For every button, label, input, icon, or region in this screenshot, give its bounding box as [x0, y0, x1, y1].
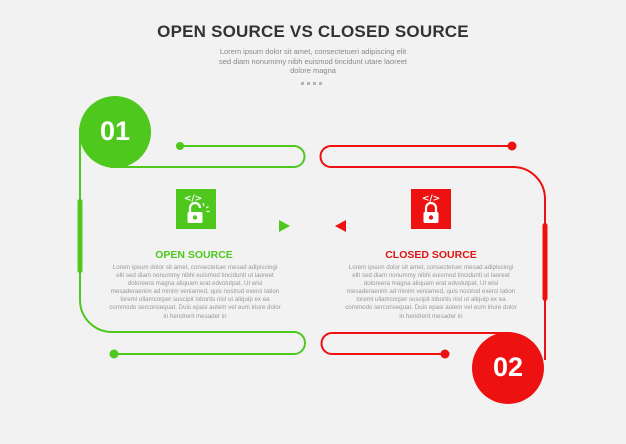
red-thick-segment: [542, 223, 548, 301]
red-dot-bottom: [440, 349, 450, 359]
triangle-right-icon: [279, 220, 290, 232]
red-connector: [319, 145, 546, 360]
page-subtitle: Lorem ipsum dolor sit amet, consectetuer…: [218, 47, 408, 76]
green-thick-segment: [77, 199, 83, 273]
svg-text:</>: </>: [422, 194, 440, 204]
step-01-circle: [79, 96, 151, 168]
green-dot-top: [176, 142, 184, 150]
dot: [307, 82, 310, 85]
dot: [313, 82, 316, 85]
page-title: OPEN SOURCE VS CLOSED SOURCE: [157, 22, 469, 41]
closed-source-description: Lorem ipsum dolor sit amet, consectetuer…: [345, 264, 517, 320]
step-01-number: 01: [99, 116, 131, 146]
dot: [301, 82, 304, 85]
closed-source-heading: CLOSED SOURCE: [385, 249, 477, 261]
open-source-heading: OPEN SOURCE: [155, 249, 233, 261]
triangle-left-icon: [335, 220, 346, 232]
step-02-number: 02: [492, 352, 524, 382]
svg-text:</>: </>: [184, 194, 202, 204]
open-source-description: Lorem ipsum dolor sit amet, consectetuer…: [109, 264, 281, 320]
green-connector: [79, 128, 306, 355]
code-unlocked-padlock-icon: </>: [176, 189, 216, 229]
dot: [319, 82, 322, 85]
red-dot-top: [507, 141, 517, 151]
step-02-circle: [472, 332, 544, 404]
pagination-dots: [301, 82, 322, 85]
green-dot-bottom: [109, 349, 119, 359]
code-locked-padlock-icon: </>: [411, 189, 451, 229]
